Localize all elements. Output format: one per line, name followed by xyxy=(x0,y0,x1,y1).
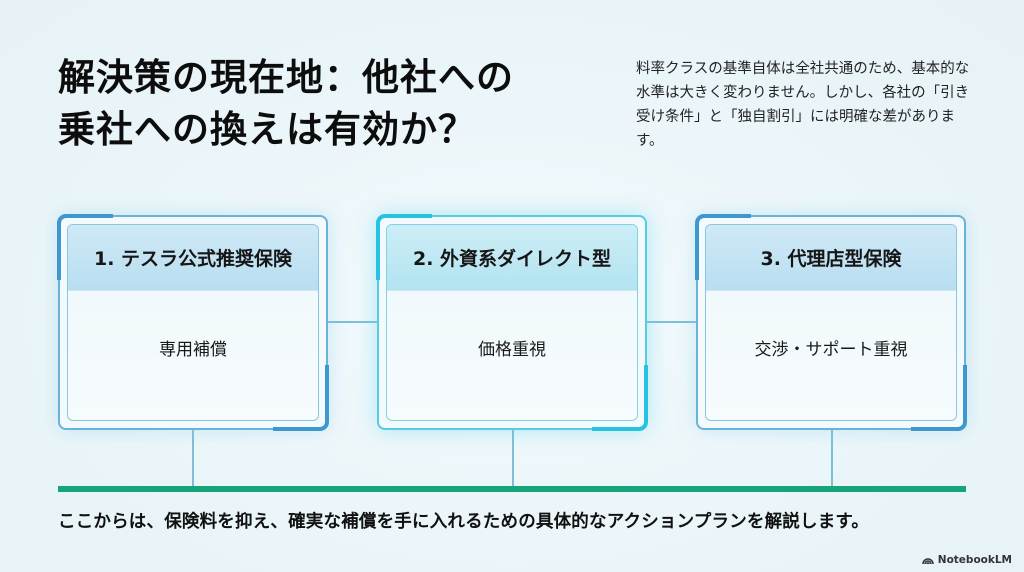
option-card-tesla: 1. テスラ公式推奨保険 専用補償 xyxy=(57,214,329,431)
connector-line-1-2 xyxy=(328,321,378,323)
option-card-agency: 3. 代理店型保険 交渉・サポート重視 xyxy=(695,214,967,431)
brand-label: NotebookLM xyxy=(937,554,1012,566)
corner-accent-icon xyxy=(592,365,648,431)
card-heading: 1. テスラ公式推奨保険 xyxy=(68,225,318,291)
brand-watermark: NotebookLM xyxy=(922,554,1012,566)
notebooklm-logo-icon xyxy=(922,558,934,565)
card-inner: 1. テスラ公式推奨保険 専用補償 xyxy=(67,224,319,421)
option-card-direct: 2. 外資系ダイレクト型 価格重視 xyxy=(376,214,648,431)
card-heading: 3. 代理店型保険 xyxy=(706,225,956,291)
corner-accent-icon xyxy=(57,214,113,280)
corner-accent-icon xyxy=(376,214,432,280)
card-body: 価格重視 xyxy=(478,340,546,360)
summary-text: ここからは、保険料を抑え、確実な補償を手に入れるための具体的なアクションプランを… xyxy=(58,512,870,532)
card-inner: 3. 代理店型保険 交渉・サポート重視 xyxy=(705,224,957,421)
title-line-2: 乗社への換えは有効か？ xyxy=(58,108,476,151)
title-line-1: 解決策の現在地：他社への xyxy=(58,56,514,99)
corner-accent-icon xyxy=(695,214,751,280)
corner-accent-icon xyxy=(911,365,967,431)
connector-drop-2 xyxy=(512,430,514,486)
description-text: 料率クラスの基準自体は全社共通のため、基本的な水準は大きく変わりません。しかし、… xyxy=(636,61,970,149)
card-heading: 2. 外資系ダイレクト型 xyxy=(387,225,637,291)
card-body: 専用補償 xyxy=(159,340,227,360)
timeline-bar xyxy=(58,486,966,492)
page-title: 解決策の現在地：他社への 乗社への換えは有効か？ xyxy=(58,52,514,156)
connector-drop-3 xyxy=(831,430,833,486)
connector-drop-1 xyxy=(192,430,194,486)
connector-line-2-3 xyxy=(647,321,697,323)
corner-accent-icon xyxy=(273,365,329,431)
card-body: 交渉・サポート重視 xyxy=(754,340,908,360)
card-inner: 2. 外資系ダイレクト型 価格重視 xyxy=(386,224,638,421)
